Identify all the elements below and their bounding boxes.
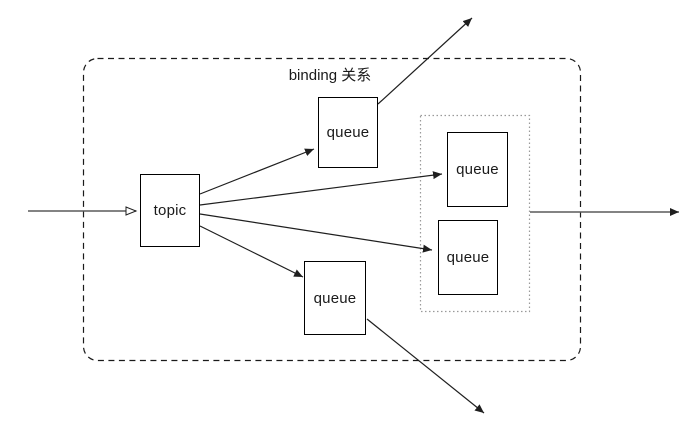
edge-queue-top-to-output <box>377 17 473 105</box>
queue-top-node: queue <box>318 97 378 168</box>
queue-bottom-node: queue <box>304 261 366 335</box>
edge-topic-to-queue-top <box>199 148 315 195</box>
edge-topic-to-queue-group-lower <box>199 213 433 253</box>
queue-group-dotted-border <box>419 114 531 313</box>
binding-scope-dashed-border <box>82 57 582 362</box>
topic-exchange-node: topic <box>140 174 200 247</box>
edge-queue-bottom-to-output <box>366 318 485 414</box>
queue-group-lower-node: queue <box>438 220 498 295</box>
binding-scope-label: binding 关系 <box>288 67 372 84</box>
edge-topic-to-queue-group-upper <box>199 171 443 206</box>
edge-topic-to-queue-bottom <box>199 225 304 278</box>
queue-group-upper-node: queue <box>447 132 508 207</box>
